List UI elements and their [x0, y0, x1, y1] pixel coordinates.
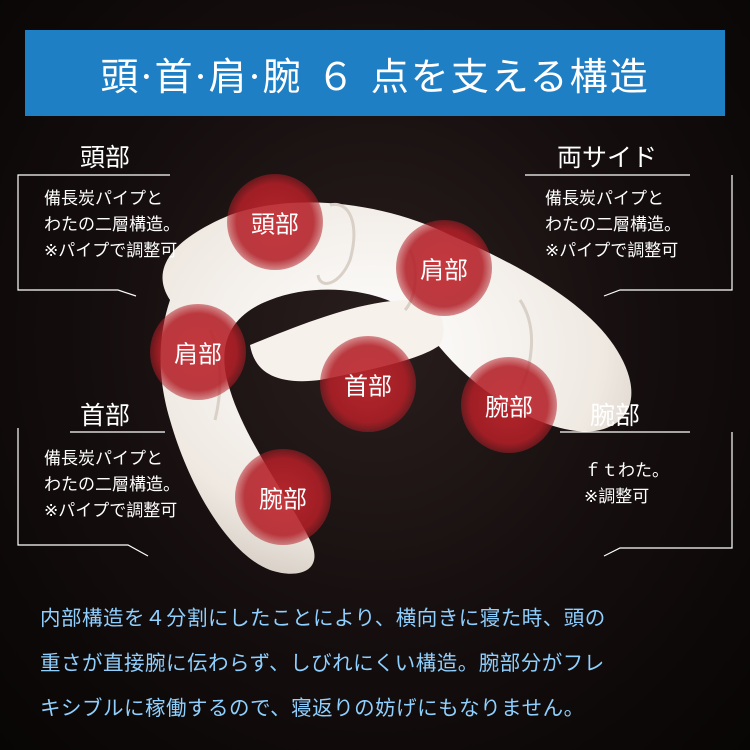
label-neck-text: 備長炭パイプと わたの二層構造。 ※パイプで調整可 [44, 449, 180, 521]
banner-title: 頭·首·肩·腕 ６ 点を支える構造 [100, 54, 650, 99]
label-sides-title: 両サイド [557, 143, 658, 172]
circle-label-shoulder-left: 肩部 [174, 340, 222, 369]
description-line-3: キシブルに稼働するので、寝返りの妨げにもなりません。 [40, 696, 585, 720]
label-head-text: 備長炭パイプと わたの二層構造。 ※パイプで調整可 [44, 189, 180, 261]
circle-label-head: 頭部 [251, 210, 299, 239]
circle-shoulder-right [396, 220, 492, 316]
circle-head [227, 174, 323, 270]
description: 内部構造を４分割にしたことにより、横向きに寝た時、頭の 重さが直接腕に伝わらず、… [40, 596, 720, 731]
circle-label-neck: 首部 [344, 372, 392, 401]
callout-lines [17, 174, 733, 557]
circle-shoulder-left [150, 304, 246, 400]
callout-arm-line [603, 432, 733, 557]
callout-head-line [17, 174, 137, 297]
description-line-1: 内部構造を４分割にしたことにより、横向きに寝た時、頭の [40, 606, 606, 630]
title-banner: 頭·首·肩·腕 ６ 点を支える構造 [25, 30, 725, 116]
label-neck-title: 首部 [80, 401, 131, 430]
label-arm-text: ｆｔわた。 ※調整可 [584, 461, 669, 507]
callout-neck-line [17, 428, 149, 557]
label-head-title: 頭部 [80, 143, 131, 172]
label-sides-text: 備長炭パイプと わたの二層構造。 ※パイプで調整可 [545, 189, 681, 261]
label-arm-title: 腕部 [590, 401, 641, 430]
callout-sides-line [603, 175, 733, 297]
circle-neck [320, 336, 416, 432]
description-line-2: 重さが直接腕に伝わらず、しびれにくい構造。腕部分がフレ [40, 651, 605, 675]
circle-label-arm-left: 腕部 [259, 485, 307, 514]
circle-arm-left [235, 449, 331, 545]
circle-label-shoulder-right: 肩部 [420, 256, 468, 285]
circle-arm-right [461, 357, 557, 453]
circle-label-arm-right: 腕部 [485, 393, 533, 422]
